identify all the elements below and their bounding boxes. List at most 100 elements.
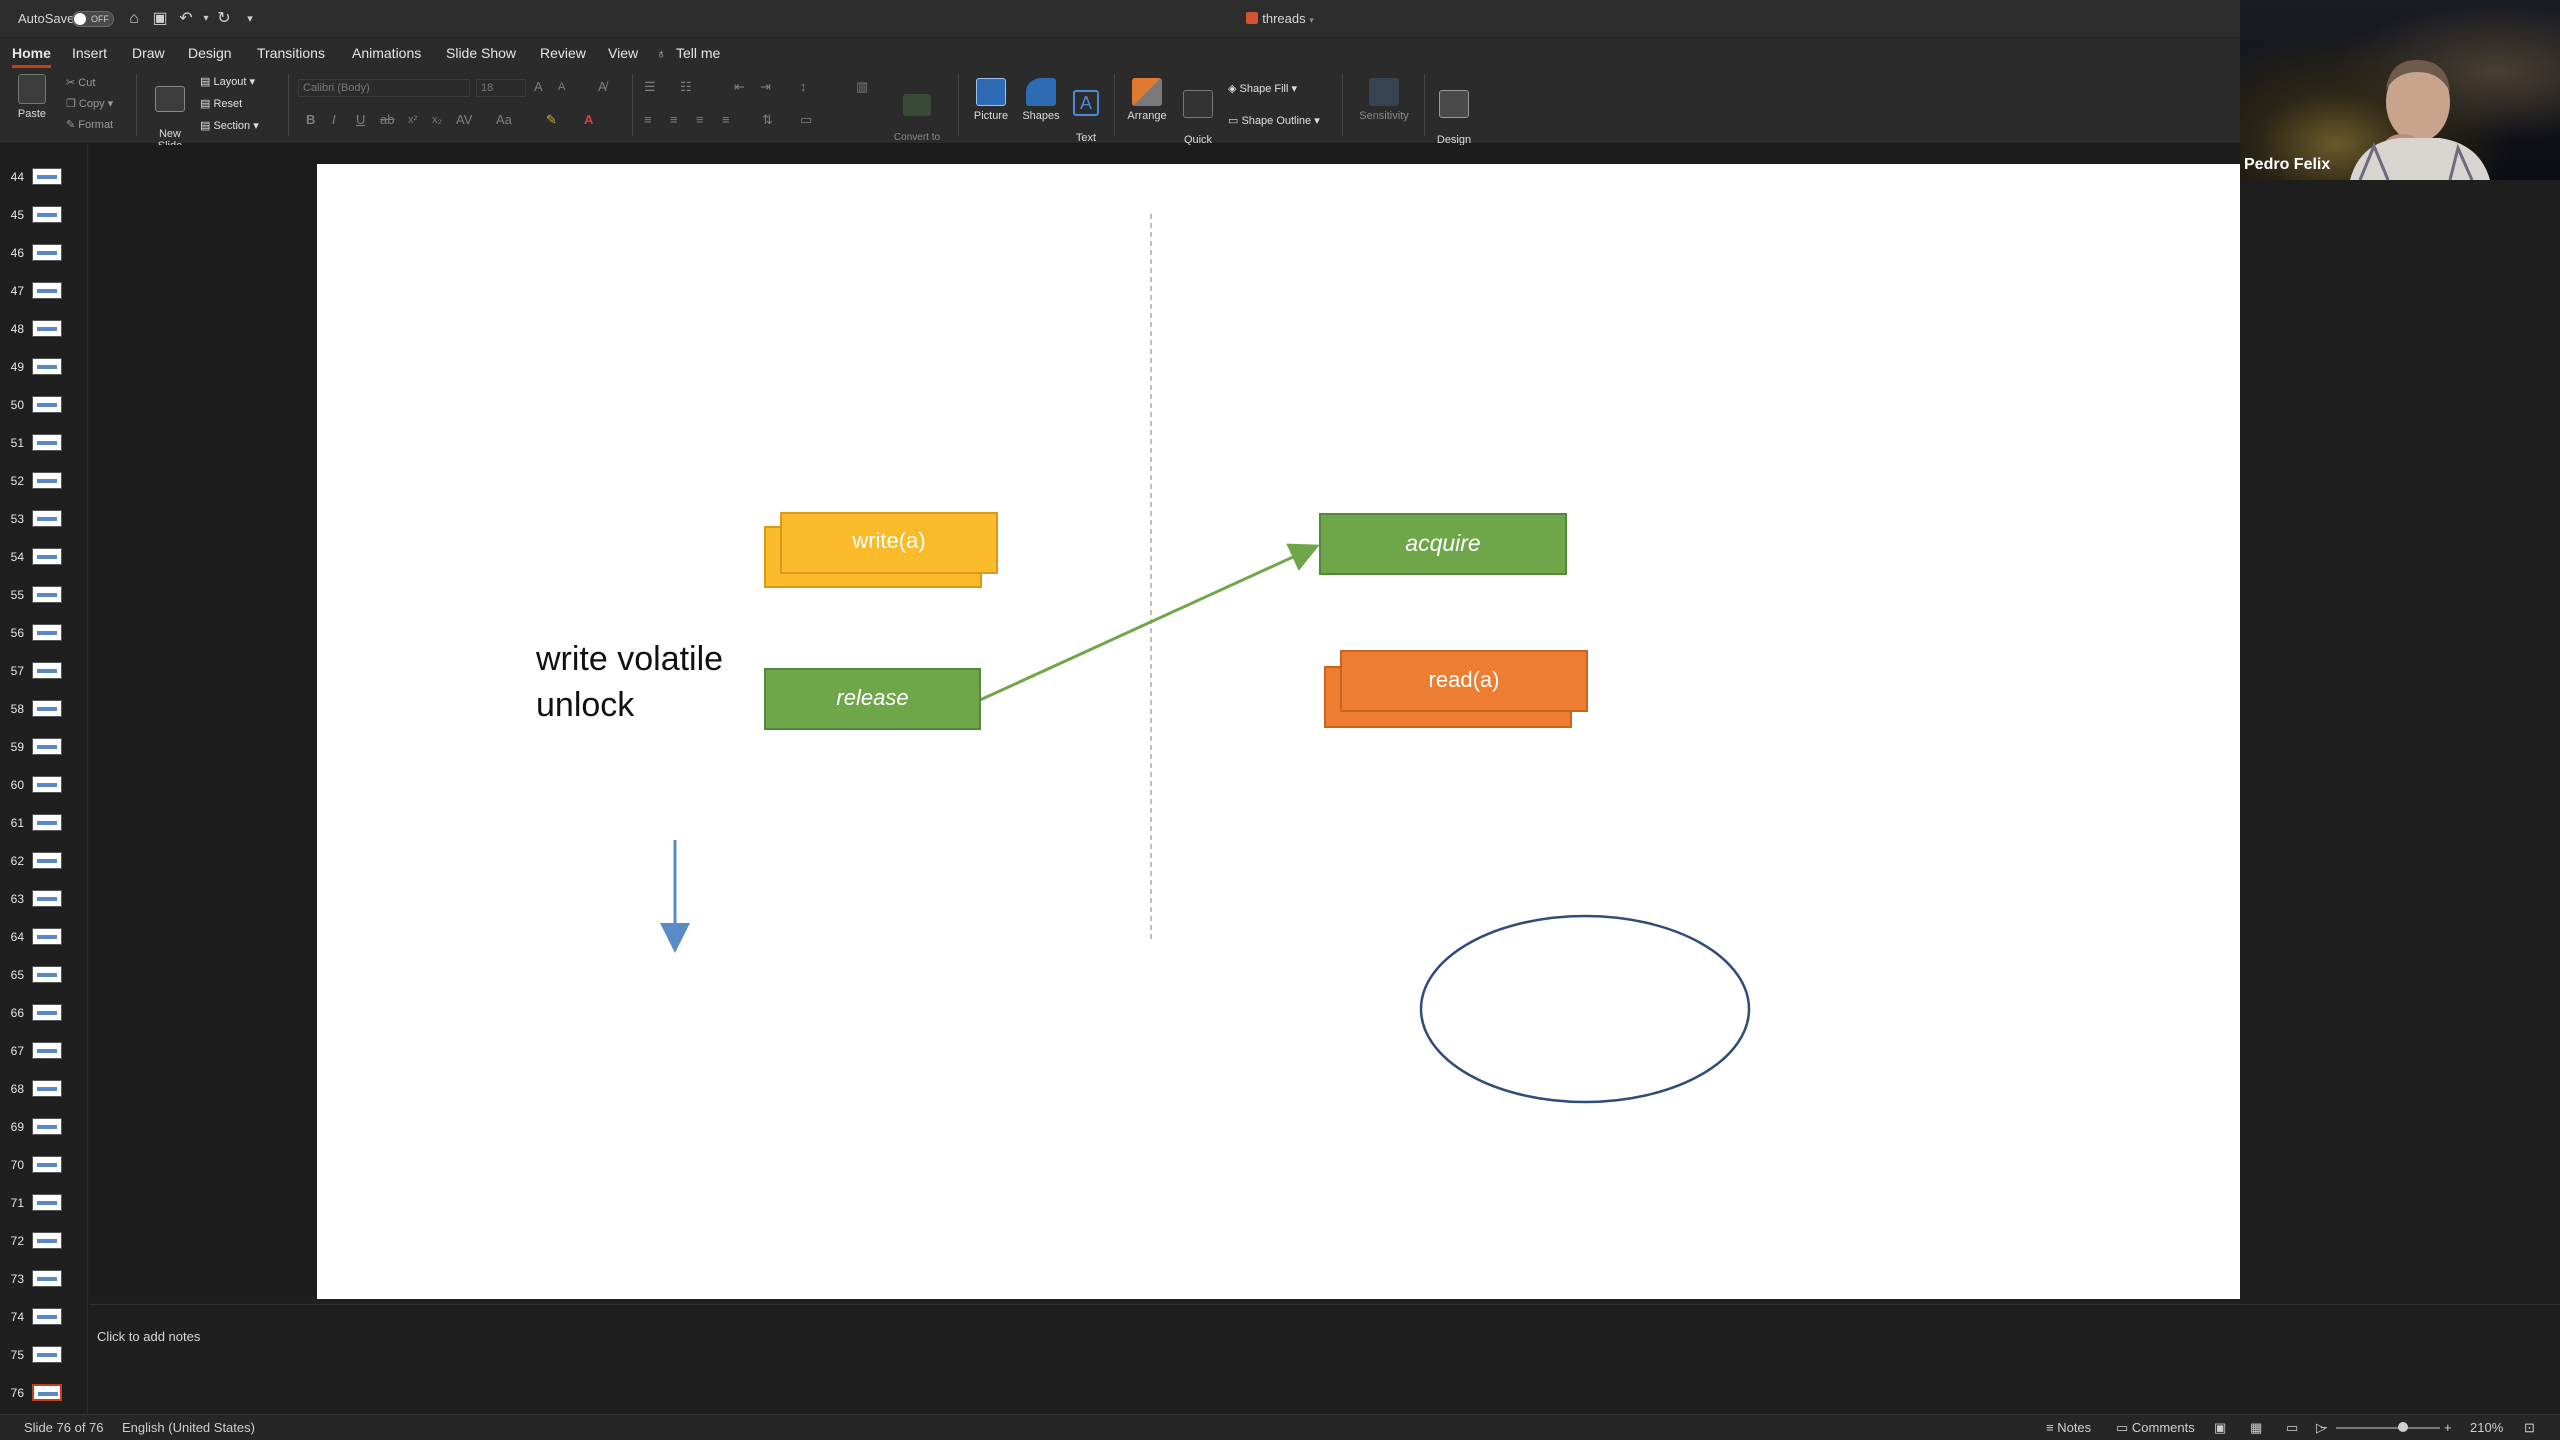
- slide-thumbnail[interactable]: [32, 700, 62, 717]
- align-text-icon[interactable]: ▭: [800, 112, 813, 127]
- new-slide-button[interactable]: New Slide: [146, 74, 194, 152]
- slide-thumbnail[interactable]: [32, 624, 62, 641]
- slide-sorter-icon[interactable]: ▦: [2250, 1420, 2263, 1435]
- cut-button[interactable]: ✂ Cut: [66, 77, 96, 89]
- copy-button[interactable]: ❐ Copy ▾: [66, 98, 114, 110]
- numbering-icon[interactable]: ☷: [680, 79, 692, 94]
- normal-view-icon[interactable]: ▣: [2214, 1420, 2227, 1435]
- tab-slide-show[interactable]: Slide Show: [446, 45, 517, 61]
- zoom-slider-thumb[interactable]: [2398, 1422, 2408, 1432]
- tab-view[interactable]: View: [608, 45, 639, 61]
- release-box[interactable]: release: [764, 668, 981, 730]
- paste-button[interactable]: Paste: [8, 74, 56, 120]
- increase-font-icon[interactable]: A: [534, 79, 543, 94]
- save-icon[interactable]: ▣: [152, 10, 168, 27]
- shapes-button[interactable]: Shapes: [1016, 78, 1066, 122]
- language-indicator[interactable]: English (United States): [122, 1420, 255, 1435]
- undo-dropdown-icon[interactable]: ▾: [203, 13, 209, 24]
- slide-thumbnail[interactable]: [32, 928, 62, 945]
- align-center-icon[interactable]: ≡: [670, 112, 678, 127]
- slide-thumbnail[interactable]: [32, 1194, 62, 1211]
- font-color-icon[interactable]: A: [584, 112, 594, 127]
- tab-draw[interactable]: Draw: [132, 45, 165, 61]
- slide-thumbnail[interactable]: [32, 320, 62, 337]
- font-name-field[interactable]: Calibri (Body): [298, 79, 470, 97]
- tab-animations[interactable]: Animations: [352, 45, 422, 61]
- arrange-button[interactable]: Arrange: [1122, 78, 1172, 122]
- zoom-out-icon[interactable]: −: [2320, 1420, 2328, 1435]
- slide-thumbnail[interactable]: [32, 852, 62, 869]
- zoom-slider[interactable]: [2336, 1422, 2440, 1432]
- slide[interactable]: write(a) release acquire read(a) write v…: [317, 164, 2331, 1299]
- subscript-icon[interactable]: x₂: [432, 114, 442, 126]
- notes-placeholder[interactable]: Click to add notes: [97, 1329, 201, 1344]
- slide-thumbnail[interactable]: [32, 358, 62, 375]
- redo-icon[interactable]: ↻: [217, 10, 231, 27]
- italic-icon[interactable]: I: [332, 112, 336, 127]
- slide-thumbnail[interactable]: [32, 776, 62, 793]
- slide-thumbnail[interactable]: [32, 662, 62, 679]
- line-spacing-icon[interactable]: ↕: [800, 79, 807, 94]
- slide-thumbnail[interactable]: [32, 1384, 62, 1401]
- read-box[interactable]: read(a): [1340, 650, 1588, 712]
- notes-pane[interactable]: Click to add notes: [89, 1304, 2560, 1414]
- side-label[interactable]: write volatile unlock: [536, 636, 723, 728]
- strikethrough-icon[interactable]: ab: [380, 112, 395, 127]
- slide-thumbnail[interactable]: [32, 890, 62, 907]
- slide-thumbnail[interactable]: [32, 548, 62, 565]
- slide-thumbnail[interactable]: [32, 396, 62, 413]
- autosave-toggle[interactable]: OFF: [72, 11, 114, 27]
- fit-to-window-icon[interactable]: ⊡: [2524, 1420, 2535, 1435]
- slide-thumbnail[interactable]: [32, 1042, 62, 1059]
- picture-button[interactable]: Picture: [966, 78, 1016, 122]
- slide-thumbnail[interactable]: [32, 1080, 62, 1097]
- slide-thumbnail[interactable]: [32, 738, 62, 755]
- slide-thumbnail[interactable]: [32, 1270, 62, 1287]
- section-button[interactable]: ▤ Section ▾: [200, 120, 259, 132]
- bullets-icon[interactable]: ☰: [644, 79, 656, 94]
- reading-view-icon[interactable]: ▭: [2286, 1420, 2299, 1435]
- slide-thumbnail[interactable]: [32, 1156, 62, 1173]
- change-case-icon[interactable]: Aa: [496, 112, 512, 127]
- underline-icon[interactable]: U: [356, 112, 366, 127]
- zoom-in-icon[interactable]: +: [2444, 1420, 2452, 1435]
- tab-design[interactable]: Design: [188, 45, 232, 61]
- increase-indent-icon[interactable]: ⇥: [760, 79, 771, 94]
- notes-toggle[interactable]: ≡ Notes: [2046, 1420, 2092, 1435]
- decrease-font-icon[interactable]: A: [558, 81, 566, 93]
- clear-format-icon[interactable]: A̸: [598, 79, 607, 94]
- quick-styles-button[interactable]: Quick Styles: [1176, 78, 1220, 158]
- slide-thumbnail[interactable]: [32, 586, 62, 603]
- home-icon[interactable]: ⌂: [129, 10, 139, 27]
- slide-thumbnail[interactable]: [32, 1232, 62, 1249]
- tab-review[interactable]: Review: [540, 45, 586, 61]
- slide-thumbnail[interactable]: [32, 168, 62, 185]
- slide-thumbnail[interactable]: [32, 814, 62, 831]
- slide-thumbnail[interactable]: [32, 1346, 62, 1363]
- superscript-icon[interactable]: x²: [408, 114, 418, 126]
- layout-button[interactable]: ▤ Layout ▾: [200, 76, 256, 88]
- slide-thumbnail[interactable]: [32, 510, 62, 527]
- reset-button[interactable]: ▤ Reset: [200, 98, 243, 110]
- slide-thumbnail[interactable]: [32, 282, 62, 299]
- highlight-icon[interactable]: ✎: [546, 112, 557, 127]
- tab-transitions[interactable]: Transitions: [257, 45, 325, 61]
- tab-home[interactable]: Home: [12, 38, 51, 68]
- tell-me-search[interactable]: Tell me: [676, 45, 721, 61]
- slide-thumbnail[interactable]: [32, 434, 62, 451]
- slide-thumbnail[interactable]: [32, 1118, 62, 1135]
- slide-thumbnail[interactable]: [32, 472, 62, 489]
- decrease-indent-icon[interactable]: ⇤: [734, 79, 745, 94]
- zoom-level[interactable]: 210%: [2470, 1420, 2504, 1435]
- sensitivity-button[interactable]: Sensitivity: [1352, 78, 1416, 122]
- shape-outline-button[interactable]: ▭ Shape Outline ▾: [1228, 115, 1320, 127]
- acquire-box[interactable]: acquire: [1319, 513, 1567, 575]
- font-size-field[interactable]: 18: [476, 79, 526, 97]
- align-right-icon[interactable]: ≡: [696, 112, 704, 127]
- slideshow-icon[interactable]: ▷: [2316, 1420, 2326, 1435]
- write-box[interactable]: write(a): [780, 512, 998, 574]
- slide-thumbnail[interactable]: [32, 244, 62, 261]
- slide-thumbnail[interactable]: [32, 206, 62, 223]
- slide-thumbnail[interactable]: [32, 966, 62, 983]
